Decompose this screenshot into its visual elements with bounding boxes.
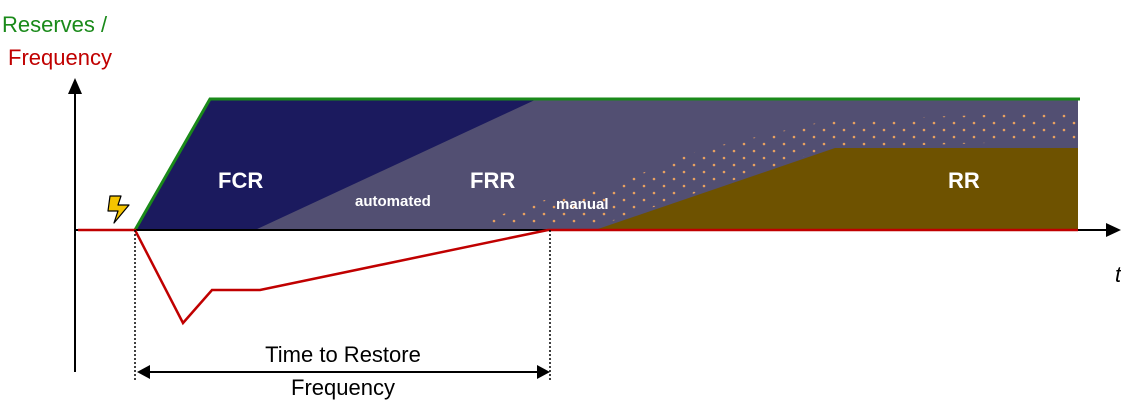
time-arrow-left-head — [137, 365, 150, 379]
fcr-region — [135, 99, 537, 230]
reserves-line — [133, 97, 1080, 231]
frequency-line — [78, 228, 1078, 326]
x-axis-arrow — [1106, 223, 1121, 237]
fcr-label: FCR — [218, 168, 263, 193]
frr-manual-label: manual — [556, 196, 609, 213]
lightning-bolt-icon — [107, 195, 130, 224]
y-axis-label-reserves: Reserves / — [2, 12, 108, 37]
frr-automated-label: automated — [355, 193, 431, 210]
frr-label: FRR — [470, 168, 515, 193]
y-axis-arrow — [68, 78, 82, 94]
time-arrow-right-head — [537, 365, 550, 379]
x-axis-label: t — [1115, 262, 1121, 287]
y-axis-label-frequency: Frequency — [8, 45, 112, 70]
rr-label: RR — [948, 168, 980, 193]
time-to-restore-label-line2: Frequency — [291, 375, 395, 400]
time-to-restore-label-line1: Time to Restore — [265, 342, 421, 367]
rr-region — [595, 148, 1078, 230]
